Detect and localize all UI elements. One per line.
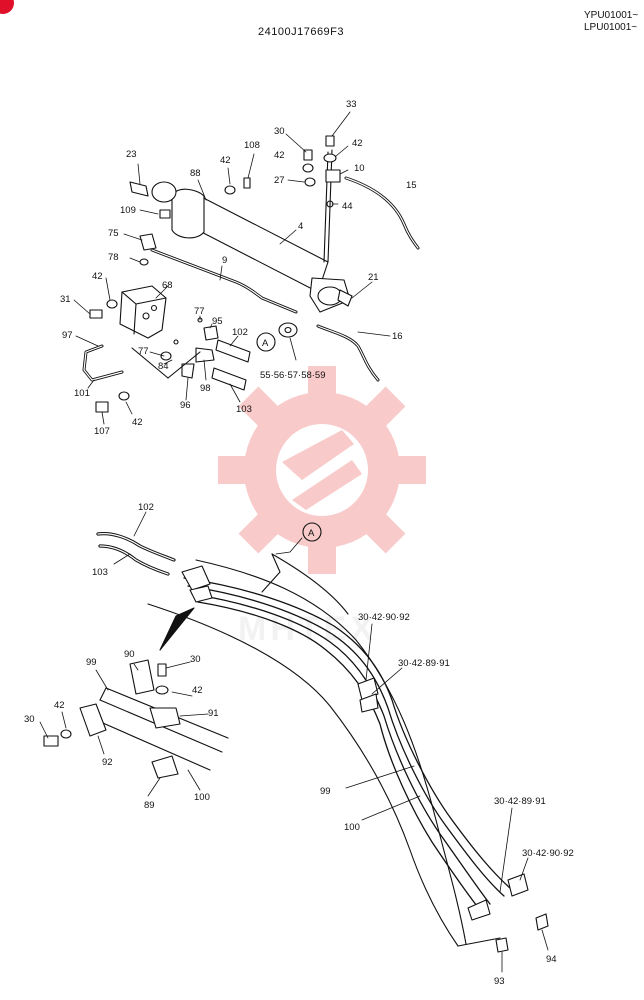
label-96: 96: [180, 400, 191, 411]
label-92: 92: [102, 757, 113, 768]
callout-a-upper-letter: A: [262, 338, 269, 349]
part-labels: 33 30 42 42 10 15 27 44 23 88 42 108 109…: [24, 99, 574, 987]
label-30: 30: [274, 126, 285, 137]
watermark-logo: MHTEX: [218, 366, 426, 648]
label-89: 89: [144, 800, 155, 811]
label-109: 109: [120, 205, 136, 216]
label-30-42-89-91: 30·42·89·91: [494, 796, 546, 807]
label-42: 42: [274, 150, 285, 161]
label-42: 42: [220, 155, 231, 166]
label-100: 100: [194, 792, 210, 803]
hydraulic-cylinder: [151, 149, 351, 313]
label-30-42-90-92: 30·42·90·92: [522, 848, 574, 859]
label-9: 9: [222, 255, 227, 266]
label-68: 68: [162, 280, 173, 291]
label-21: 21: [368, 272, 379, 283]
fittings-upper: [89, 135, 353, 413]
label-16: 16: [392, 331, 403, 342]
label-84: 84: [158, 361, 169, 372]
label-102: 102: [138, 502, 154, 513]
label-30: 30: [190, 654, 201, 665]
label-30-42-89-91: 30·42·89·91: [398, 658, 450, 669]
label-102: 102: [232, 327, 248, 338]
label-98: 98: [200, 383, 211, 394]
callout-a-lower-letter: A: [308, 528, 315, 539]
label-101: 101: [74, 388, 90, 399]
valve-block: [119, 285, 167, 339]
label-75: 75: [108, 228, 119, 239]
label-42: 42: [352, 138, 363, 149]
label-30-42-90-92: 30·42·90·92: [358, 612, 410, 623]
part-number: 24100J17669F3: [258, 26, 345, 38]
label-95: 95: [212, 316, 223, 327]
label-42: 42: [92, 271, 103, 282]
label-27: 27: [274, 175, 285, 186]
label-78: 78: [108, 252, 119, 263]
label-42: 42: [54, 700, 65, 711]
label-103: 103: [236, 404, 252, 415]
label-108: 108: [244, 140, 260, 151]
label-103: 103: [92, 567, 108, 578]
label-90: 90: [124, 649, 135, 660]
label-23: 23: [126, 149, 137, 160]
label-4: 4: [298, 221, 303, 232]
label-107: 107: [94, 426, 110, 437]
label-42: 42: [132, 417, 143, 428]
label-42: 42: [192, 685, 203, 696]
label-88: 88: [190, 168, 201, 179]
label-100: 100: [344, 822, 360, 833]
serial-range-lpu: LPU01001~: [584, 22, 638, 33]
label-30: 30: [24, 714, 35, 725]
boom-hoses: [183, 577, 511, 911]
label-94: 94: [546, 954, 557, 965]
label-15: 15: [406, 180, 417, 191]
boom-outline: [147, 553, 501, 947]
label-93: 93: [494, 976, 505, 987]
label-10: 10: [354, 163, 365, 174]
serial-range-ypu: YPU01001~: [584, 10, 639, 21]
label-77: 77: [194, 306, 205, 317]
clamp-detail: [43, 659, 229, 779]
page-marker-dot: [0, 0, 14, 14]
label-97: 97: [62, 330, 73, 341]
label-31: 31: [60, 294, 71, 305]
label-77: 77: [138, 346, 149, 357]
label-44: 44: [342, 201, 353, 212]
label-55-59: 55·56·57·58·59: [260, 370, 326, 381]
label-99: 99: [320, 786, 331, 797]
callout-a-lower: [302, 522, 322, 542]
callout-a-upper: [256, 332, 276, 352]
label-99: 99: [86, 657, 97, 668]
label-91: 91: [208, 708, 219, 719]
label-33: 33: [346, 99, 357, 110]
